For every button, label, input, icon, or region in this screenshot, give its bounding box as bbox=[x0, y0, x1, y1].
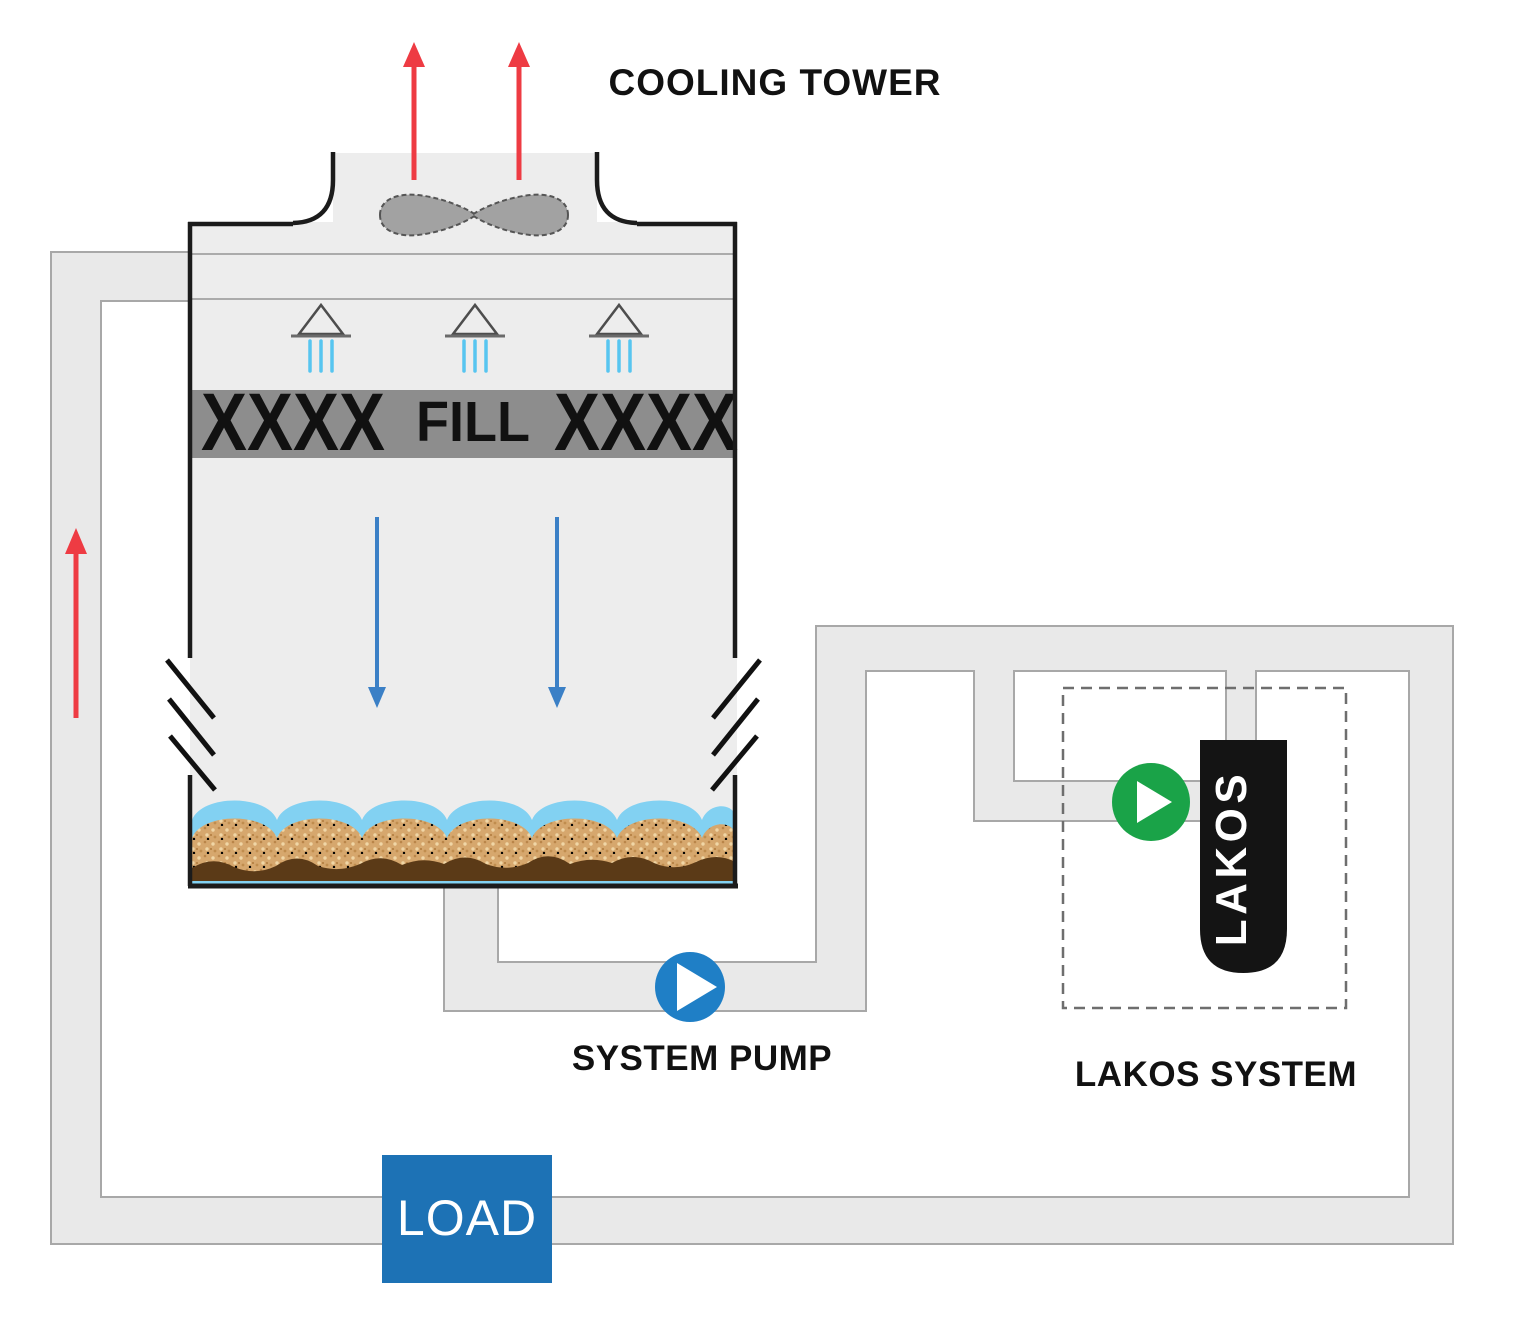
fan-blades-icon bbox=[378, 193, 570, 237]
pipe-basin-outlet bbox=[445, 878, 497, 1010]
lakos-system-label: LAKOS SYSTEM bbox=[1075, 1055, 1357, 1094]
air-louver-hatch-icons bbox=[165, 658, 762, 792]
pipe-lakos-branch bbox=[975, 670, 1013, 820]
basin bbox=[192, 800, 735, 884]
lakos-separator-vessel bbox=[1200, 740, 1287, 973]
lakos-pump bbox=[1112, 763, 1190, 841]
system-pump bbox=[655, 952, 725, 1022]
up-arrow-icon bbox=[403, 42, 425, 180]
spray-nozzle-icon bbox=[296, 302, 346, 336]
system-pump-label: SYSTEM PUMP bbox=[572, 1039, 832, 1078]
pipe-pump-riser bbox=[817, 627, 865, 1010]
fill-band-word: FILL bbox=[416, 390, 530, 454]
pipe-bottom-run bbox=[52, 1198, 1452, 1243]
cooling-tower-label: COOLING TOWER bbox=[609, 62, 942, 103]
up-arrow-icon bbox=[508, 42, 530, 180]
pipe-supply-top bbox=[817, 627, 1452, 670]
pipes bbox=[52, 253, 1452, 1243]
pipe-return-top bbox=[52, 253, 192, 300]
basin-sand bbox=[192, 818, 735, 872]
load-label: LOAD bbox=[397, 1190, 537, 1246]
spray-streams bbox=[308, 339, 632, 373]
spray-nozzle-icon bbox=[450, 302, 500, 336]
fill-band-x-left: XXXX bbox=[201, 377, 385, 468]
load-box bbox=[382, 1155, 552, 1283]
play-triangle-icon bbox=[677, 963, 717, 1011]
spray-nozzle-icons bbox=[291, 302, 649, 338]
cooling-tower: XXXX FILL XXXX bbox=[165, 152, 762, 889]
fill-media-band bbox=[190, 390, 737, 458]
spray-nozzle-icon bbox=[594, 302, 644, 336]
tower-walls bbox=[187, 152, 738, 889]
pipe-return-riser-left bbox=[52, 253, 100, 1243]
play-triangle-icon bbox=[1137, 781, 1172, 823]
fill-band-x-right: XXXX bbox=[554, 377, 738, 468]
down-arrow-icons bbox=[368, 517, 566, 708]
pipe-lakos-outlet bbox=[1227, 670, 1255, 744]
red-arrows bbox=[65, 42, 530, 718]
pipe-right-drop bbox=[1410, 627, 1452, 1243]
up-arrow-icon bbox=[65, 528, 87, 718]
lakos-vessel-label: LAKOS bbox=[1207, 770, 1256, 947]
lakos-system-dashed-box bbox=[1061, 686, 1348, 1010]
pipe-pump-run bbox=[445, 963, 865, 1010]
basin-sludge bbox=[192, 856, 735, 881]
